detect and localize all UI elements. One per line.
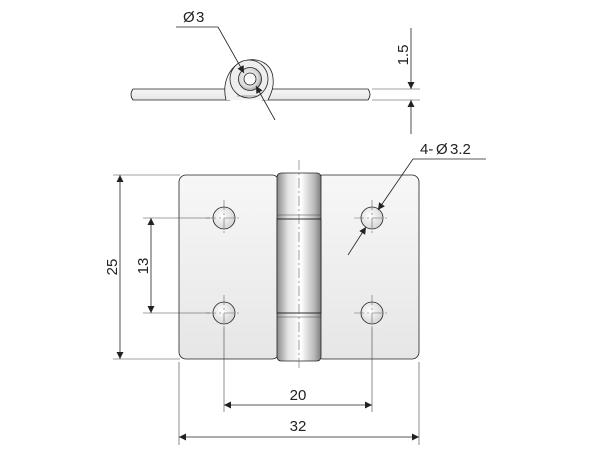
hole-callout-symbol: Ø	[436, 141, 448, 158]
hpitch-label: 20	[290, 387, 307, 404]
side-pin	[243, 72, 257, 86]
hole-centerlines	[206, 200, 390, 331]
side-plate-left	[130, 88, 231, 101]
pin-diameter-arrow-back	[255, 85, 276, 121]
side-view: Ø 3 1.5	[130, 9, 420, 134]
width-label: 32	[290, 418, 307, 435]
hole-callout-diameter: 3.2	[450, 141, 471, 158]
hole-callout-count: 4-	[420, 141, 433, 158]
pin-diameter-symbol: Ø	[183, 9, 195, 26]
leaf-right	[315, 174, 420, 360]
mounting-holes	[212, 206, 384, 325]
hole-callout-arrow-back	[347, 226, 367, 256]
pin-diameter-arrow-line	[217, 26, 245, 74]
height-label: 25	[104, 259, 121, 276]
knuckle-barrel	[276, 160, 322, 370]
pin-diameter-label: 3	[196, 9, 204, 26]
vpitch-label: 13	[135, 258, 152, 275]
thickness-label: 1.5	[395, 45, 412, 66]
leaf-left	[178, 174, 280, 360]
side-plate-right	[261, 88, 371, 101]
hole-callout-leader	[377, 158, 414, 211]
front-view: 4- Ø 3.2 25 13 20 32	[104, 141, 486, 445]
